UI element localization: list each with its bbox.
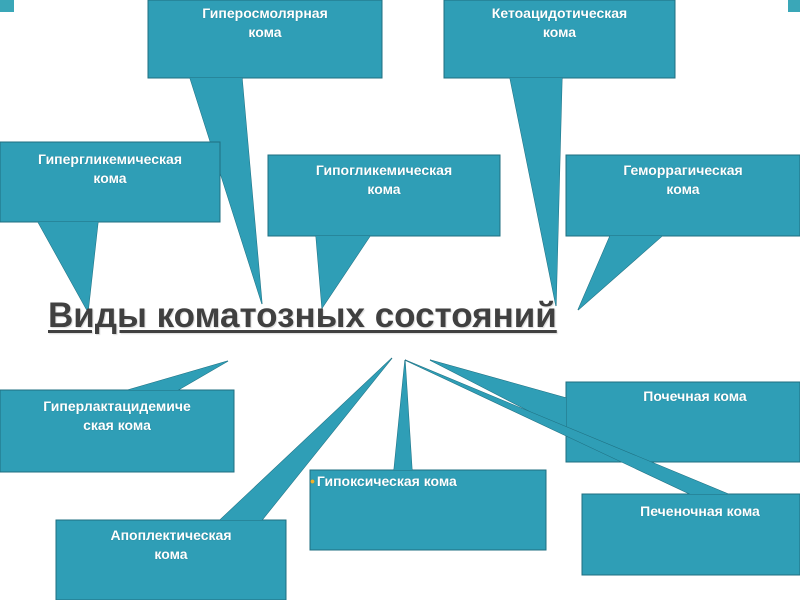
callout-box-hypoglycemic xyxy=(267,154,501,237)
callout-label-ketoacidotic: Кетоацидотическая кома xyxy=(444,4,675,42)
callout-pointer-fill-hypoxic xyxy=(394,360,412,470)
callout-pointer-fill-hepatic xyxy=(405,360,728,494)
corner-tab-left xyxy=(0,0,14,12)
callout-pointer-fill-apoplectic xyxy=(220,358,392,520)
callout-label-hyperglycemic: Гипергликемическая кома xyxy=(0,150,220,188)
callout-pointer-fill-hemorrhagic xyxy=(578,236,662,310)
page-title: Виды коматозных состояний xyxy=(48,296,557,335)
bullet-icon: • xyxy=(310,473,315,489)
callout-box-hyperglycemic xyxy=(0,141,221,223)
callout-text: Гиперлактацидемиче ская кома xyxy=(43,398,191,433)
callout-box-hemorrhagic xyxy=(565,154,800,237)
callout-label-hypoxic: •Гипоксическая кома xyxy=(310,472,546,491)
callout-label-apoplectic: Апоплектическая кома xyxy=(56,526,286,564)
callout-text: Гипогликемическая кома xyxy=(315,162,453,197)
callout-box-hyperlactacidemic xyxy=(0,389,235,473)
callout-label-hyperosmolar: Гиперосмолярная кома xyxy=(148,4,382,42)
callout-label-renal: Почечная кома xyxy=(600,387,790,406)
callout-pointer-fill-hypoglycemic xyxy=(316,236,370,308)
callout-text: Почечная кома xyxy=(643,388,747,404)
callout-box-hyperosmolar xyxy=(147,0,383,79)
callout-label-hypoglycemic: Гипогликемическая кома xyxy=(268,161,500,199)
callout-box-ketoacidotic xyxy=(443,0,676,79)
callout-box-apoplectic xyxy=(55,519,287,600)
callout-box-hypoxic xyxy=(309,469,547,551)
corner-tab-right xyxy=(788,0,800,12)
callout-pointer-fill-hyperosmolar xyxy=(190,78,262,304)
callout-text: Геморрагическая кома xyxy=(623,162,743,197)
callout-label-hemorrhagic: Геморрагическая кома xyxy=(566,161,800,199)
callout-text: Гиперосмолярная кома xyxy=(202,5,328,40)
callout-pointer-fill-ketoacidotic xyxy=(510,78,562,306)
callout-text: Печеночная кома xyxy=(640,503,760,519)
callout-pointer-fill-hyperglycemic xyxy=(38,222,98,312)
callout-label-hepatic: Печеночная кома xyxy=(600,502,800,521)
callout-text: Гипергликемическая кома xyxy=(37,151,183,186)
callout-text: Кетоацидотическая кома xyxy=(491,5,628,40)
callout-text: Гипоксическая кома xyxy=(316,473,457,489)
callout-text: Апоплектическая кома xyxy=(110,527,232,562)
callout-label-hyperlactacidemic: Гиперлактацидемиче ская кома xyxy=(0,397,234,435)
callout-pointer-fill-hyperlactacidemic xyxy=(128,361,228,390)
